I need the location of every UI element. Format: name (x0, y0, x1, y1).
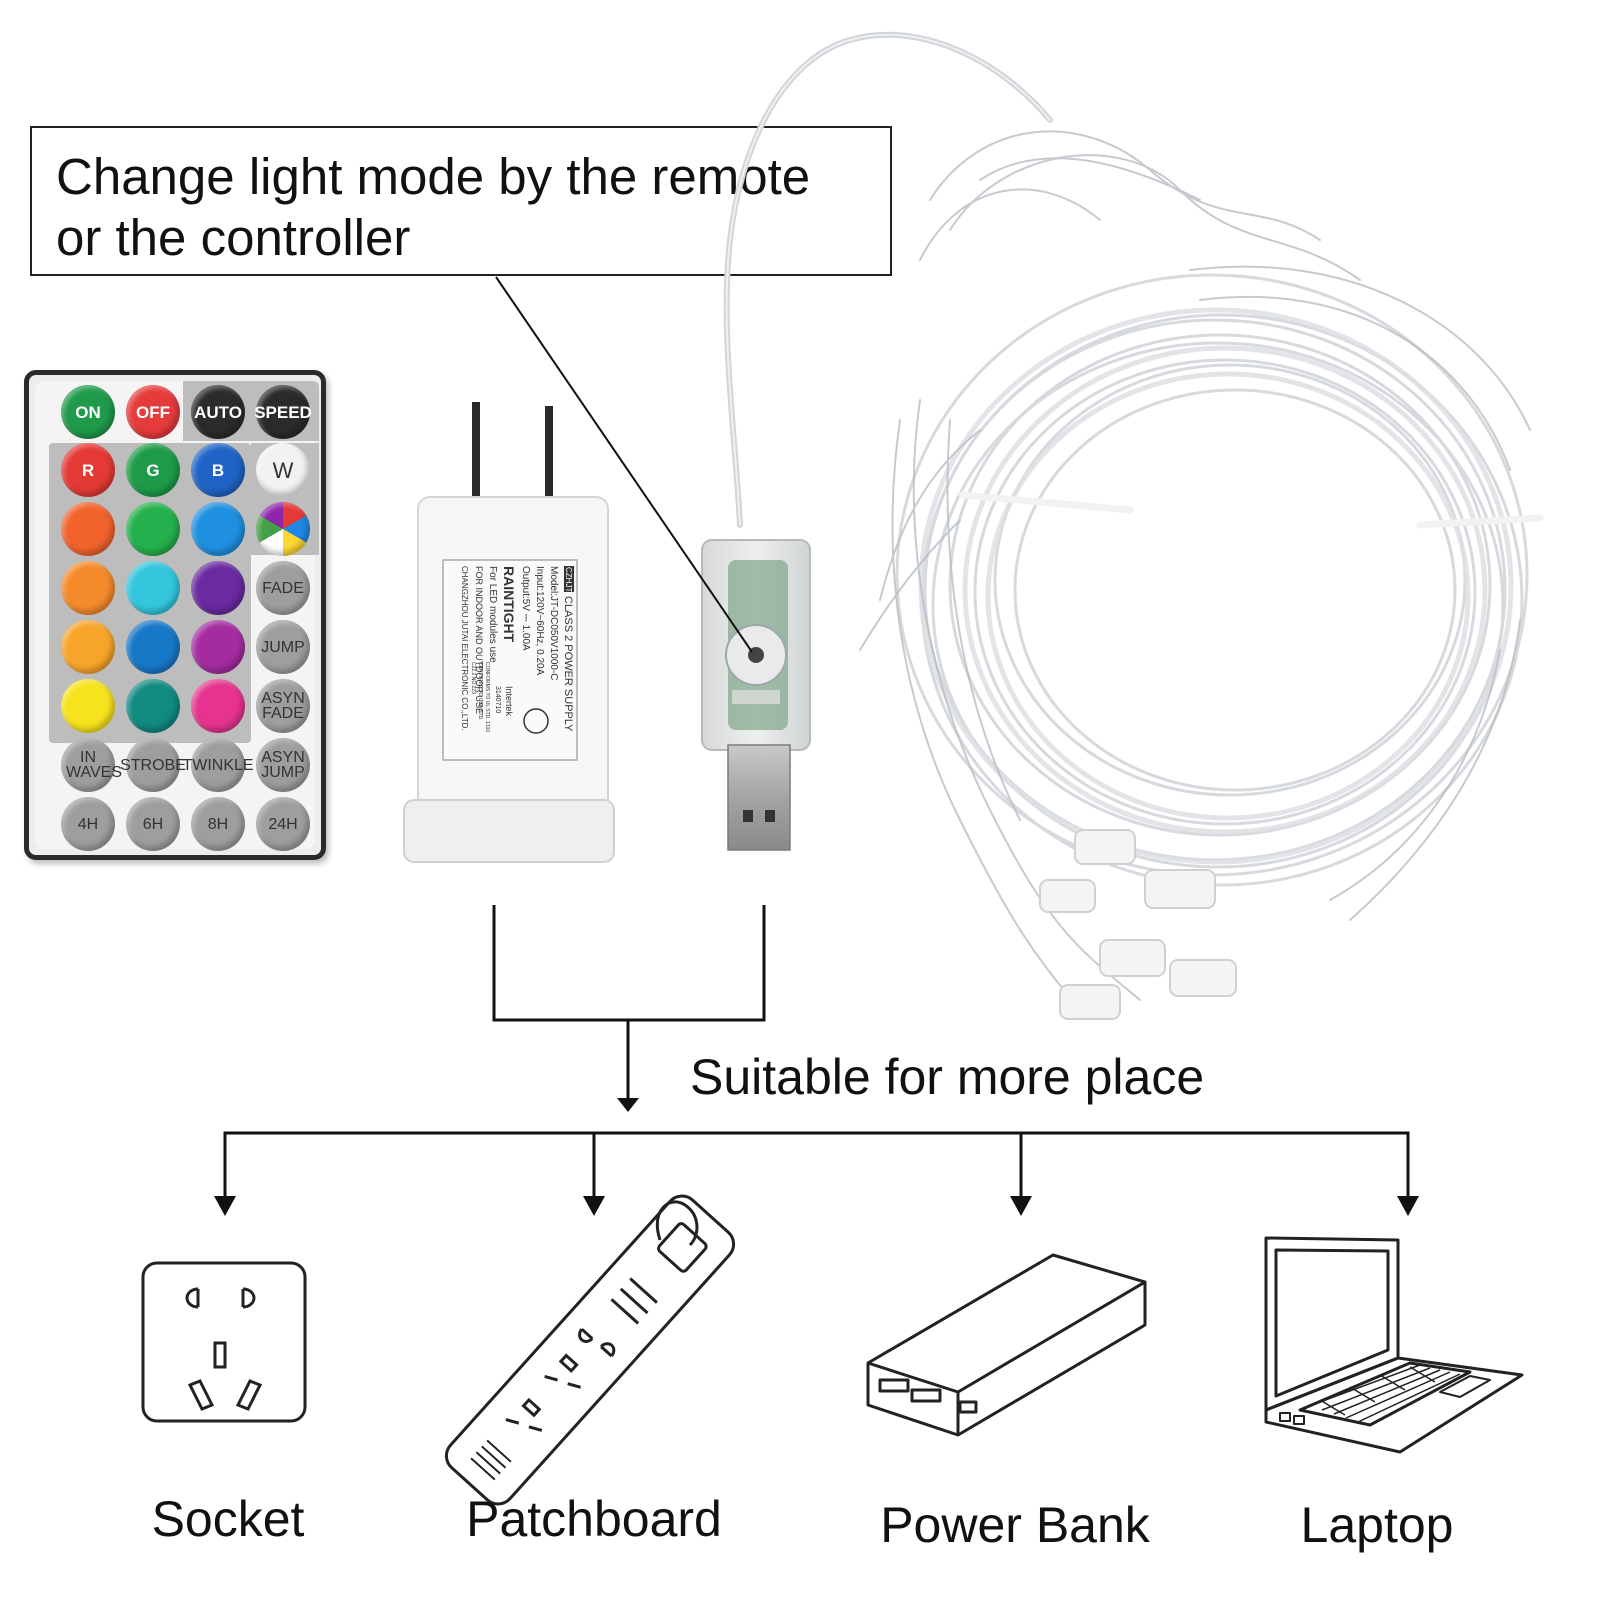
remote-button-on[interactable]: ON (61, 385, 115, 439)
usb-controller (701, 539, 811, 851)
adapter-line-3: Input:120V~60Hz, 0.20A (534, 566, 545, 676)
callout-pointer (495, 276, 753, 653)
remote-button-label: OFF (136, 402, 170, 422)
remote-button-twinkle[interactable]: TWINKLE (182, 738, 254, 792)
remote-button-label: TWINKLE (182, 756, 254, 774)
socket-label: Socket (151, 1491, 305, 1547)
suitable-label: Suitable for more place (690, 1049, 1205, 1105)
remote-button-label: 6H (142, 815, 164, 833)
remote-button-asyn-jump[interactable]: ASYN JUMP (256, 738, 310, 792)
adapter-line-5: RAINTIGHT (501, 566, 517, 643)
socket-icon (141, 1261, 307, 1423)
adapter-line-6: For LED modules use (487, 566, 498, 663)
adapter-line-2: Model:JT-DC050V1000-C (548, 566, 559, 681)
remote-button-label: ON (75, 402, 101, 422)
remote-button-color-13[interactable] (126, 561, 180, 615)
remote-button-color-8[interactable] (61, 502, 115, 556)
remote-button-label: JUMP (261, 638, 305, 656)
callout-line-1: Change light mode by the remote (56, 148, 811, 205)
remote-button-w[interactable]: W (256, 443, 310, 497)
remote-button-off[interactable]: OFF (126, 385, 180, 439)
remote-button-label: FADE (262, 579, 304, 597)
remote-button-in-waves[interactable]: IN WAVES (61, 738, 123, 792)
remote-button-label: 8H (207, 815, 229, 833)
adapter-line-8: CHANGZHOU JUTAI ELECTRONIC CO.,LTD. (460, 566, 469, 731)
adapter-cert-1: Intertek (504, 686, 514, 717)
remote-button-label: B (211, 460, 225, 480)
remote-button-color-22[interactable] (191, 679, 245, 733)
remote-button-label: AUTO (194, 402, 242, 422)
usb-plug (727, 744, 791, 851)
remote-button-label: G (146, 460, 160, 480)
laptop-label: Laptop (1300, 1497, 1454, 1553)
adapter-cert-2: 3140710 (494, 686, 501, 713)
arrow-down-icon (1397, 1196, 1419, 1216)
power-bank-label: Power Bank (880, 1497, 1150, 1553)
remote-button-strobe[interactable]: STROBE (120, 738, 186, 792)
remote-button-color-18[interactable] (191, 620, 245, 674)
arrow-down-icon (214, 1196, 236, 1216)
adapter-line-4: Output:5V ⎓ 1.00A (520, 566, 531, 651)
laptop-icon (1264, 1236, 1524, 1454)
remote-button-24h[interactable]: 24H (256, 797, 310, 851)
remote-control: ON OFF AUTO SPEED R G B W FADE JUMP ASYN FADE IN WA… (24, 370, 326, 860)
power-bank-icon (866, 1253, 1147, 1437)
remote-button-color-12[interactable] (61, 561, 115, 615)
remote-button-label: STROBE (120, 756, 186, 774)
remote-face: ON OFF AUTO SPEED R G B W FADE JUMP ASYN FADE IN WA… (35, 381, 319, 851)
patchboard-icon (444, 1194, 736, 1506)
adapter-cert-5: C22.2 NO.223 (470, 662, 476, 694)
connector-lines (223, 905, 1410, 1198)
callout-text: Change light mode by the remote or the c… (56, 146, 810, 268)
remote-button-color-14[interactable] (191, 561, 245, 615)
adapter-line-1: CLASS 2 POWER SUPPLY (562, 596, 574, 732)
remote-button-r[interactable]: R (61, 443, 115, 497)
remote-button-8h[interactable]: 8H (191, 797, 245, 851)
remote-button-6h[interactable]: 6H (126, 797, 180, 851)
adapter-brand: CZHJTA (564, 567, 573, 598)
remote-button-label: 24H (268, 815, 298, 833)
remote-button-label: 4H (77, 815, 99, 833)
remote-button-color-16[interactable] (61, 620, 115, 674)
remote-button-label: R (81, 460, 95, 480)
arrow-down-icon (617, 1098, 639, 1112)
remote-button-jump[interactable]: JUMP (256, 620, 310, 674)
patchboard-label: Patchboard (466, 1491, 722, 1547)
remote-button-label: W (272, 457, 294, 483)
remote-button-label: ASYN JUMP (261, 749, 305, 781)
remote-button-label: ASYN FADE (261, 690, 305, 722)
remote-button-color-11[interactable] (256, 502, 310, 556)
etl-mark-icon (523, 708, 549, 734)
remote-button-g[interactable]: G (126, 443, 180, 497)
arrow-down-icon (1010, 1196, 1032, 1216)
coil-hooks (1039, 829, 1237, 1020)
adapter-cert-3: CONFORMS TO UL STD. 1310 (484, 662, 490, 732)
adapter-line-7: FOR INDOOR AND OUTDOOR USE (474, 566, 484, 714)
remote-button-label: IN WAVES (66, 749, 123, 781)
callout-line-2: or the controller (56, 209, 411, 266)
remote-button-color-20[interactable] (61, 679, 115, 733)
power-adapter: CZHJTA CLASS 2 POWER SUPPLY Model:JT-DC0… (403, 402, 615, 863)
remote-button-b[interactable]: B (191, 443, 245, 497)
adapter-label: CZHJTA CLASS 2 POWER SUPPLY Model:JT-DC0… (460, 566, 574, 734)
remote-button-color-10[interactable] (191, 502, 245, 556)
remote-button-color-9[interactable] (126, 502, 180, 556)
remote-button-color-17[interactable] (126, 620, 180, 674)
remote-button-4h[interactable]: 4H (61, 797, 115, 851)
remote-button-label: SPEED (254, 402, 312, 422)
remote-button-speed[interactable]: SPEED (254, 385, 312, 439)
remote-button-asyn-fade[interactable]: ASYN FADE (256, 679, 310, 733)
adapter-cert-4: CERTIFIED TO CSA STD. (477, 662, 483, 721)
string-lights-coil (723, 31, 1544, 1011)
remote-button-fade[interactable]: FADE (256, 561, 310, 615)
remote-button-auto[interactable]: AUTO (191, 385, 245, 439)
arrow-down-icon (583, 1196, 605, 1216)
arrow-heads (214, 1098, 1419, 1216)
remote-button-color-21[interactable] (126, 679, 180, 733)
